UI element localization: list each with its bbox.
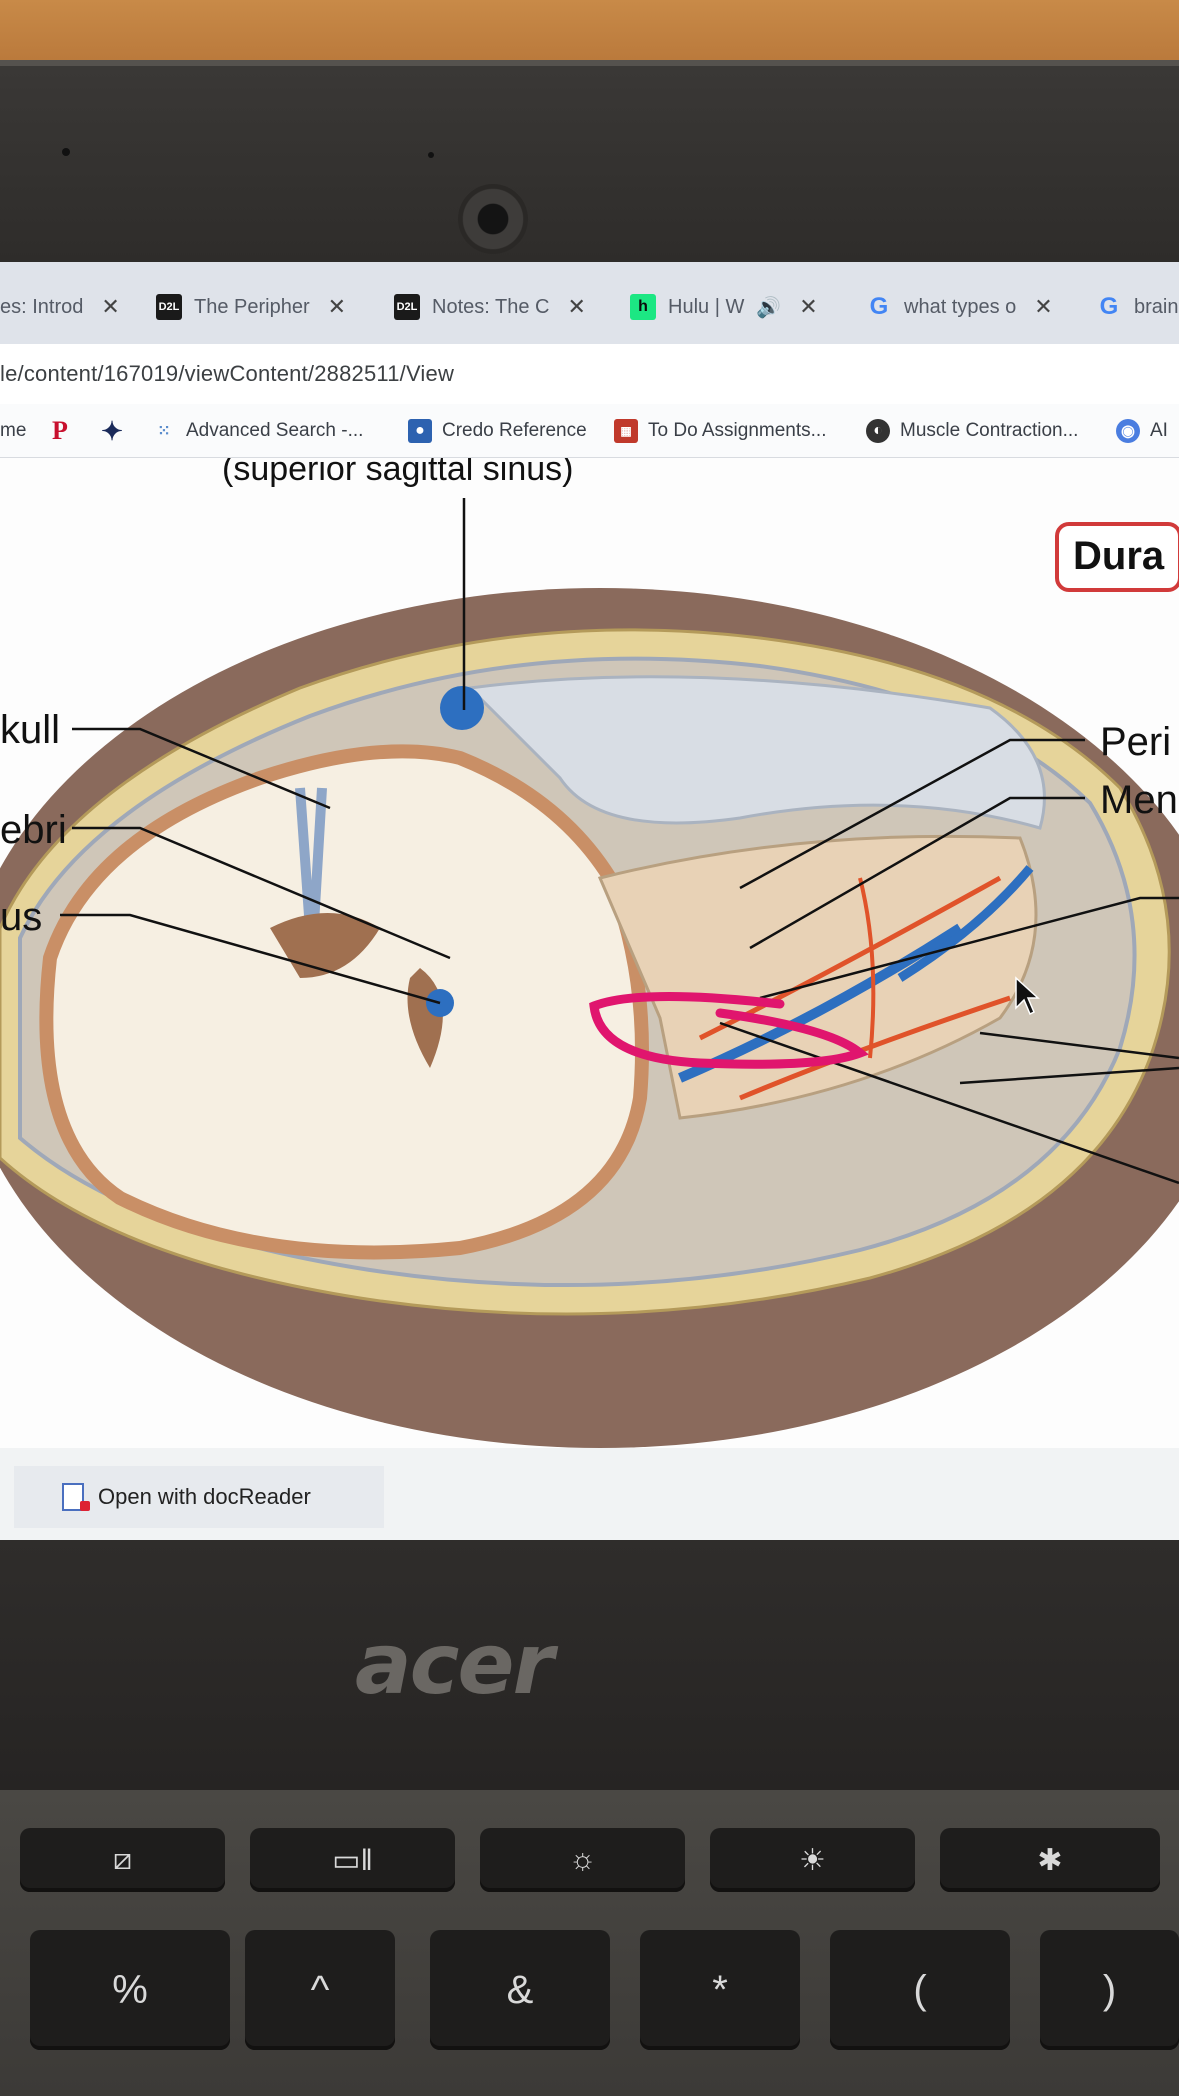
leader-line [749, 796, 1085, 950]
key-brightness-up: ☀ [710, 1828, 915, 1892]
tab-title: Hulu | W [668, 295, 745, 318]
tab-3[interactable]: D2L Notes: The C ✕ [394, 276, 586, 338]
close-icon[interactable]: ✕ [1034, 294, 1053, 319]
figure-label-falx: ebri [0, 808, 67, 852]
artery [858, 877, 876, 1059]
leader-line [979, 1031, 1179, 1060]
pearson-icon: P [52, 416, 68, 445]
dura-label-box: Dura [1055, 522, 1179, 592]
credo-icon: ● [408, 419, 432, 443]
app-icon: ✦ [101, 415, 123, 446]
bookmark-home[interactable]: me [0, 416, 26, 446]
tab-2[interactable]: D2L The Peripher ✕ [156, 276, 346, 338]
speaker-icon[interactable]: 🔊 [756, 296, 782, 319]
leader-line [72, 727, 331, 810]
superior-sagittal-sinus [440, 686, 484, 730]
figure-label-sinus: us [0, 895, 43, 939]
keyboard-deck: ⧄ ▭ǁ ☼ ☀ ✱ % ^ & * ( ) [0, 1790, 1179, 2096]
tab-strip: es: Introd ✕ D2L The Peripher ✕ D2L Note… [0, 262, 1179, 344]
figure-label-periosteal: Peri [1100, 720, 1172, 764]
close-icon[interactable]: ✕ [799, 294, 818, 319]
leader-line [72, 826, 451, 960]
close-icon[interactable]: ✕ [101, 294, 120, 319]
bookmark-label: To Do Assignments... [648, 420, 827, 441]
key-0: ) [1040, 1930, 1179, 2050]
leader-line [759, 896, 1179, 1000]
key-9: ( [830, 1930, 1010, 2050]
bookmark-label: Credo Reference [442, 420, 587, 441]
tab-title: The Peripher [194, 295, 310, 318]
ai-icon: ◉ [1116, 419, 1140, 443]
bookmark-ai[interactable]: ◉ AI [1116, 416, 1168, 446]
bookmark-label: AI [1150, 420, 1168, 441]
key-6: ^ [245, 1930, 395, 2050]
tab-title: es: Introd [0, 295, 84, 318]
google-icon: G [869, 293, 889, 320]
bookmark-credo[interactable]: ● Credo Reference [408, 416, 587, 446]
leader-line [719, 1021, 1179, 1185]
key-overview: ▭ǁ [250, 1828, 455, 1892]
dura-flap [466, 675, 1046, 830]
d2l-icon: D2L [394, 294, 420, 320]
brand-logo: acer [355, 1615, 554, 1713]
tab-title: Notes: The C [432, 295, 550, 318]
figure-caption: (superior sagittal sinus) [222, 458, 574, 488]
leader-line [60, 913, 441, 1005]
docreader-label: Open with docReader [98, 1484, 311, 1509]
tab-title: brain [1134, 295, 1179, 318]
bookmarks-bar: me P ✦ ⁙ Advanced Search -... ● Credo Re… [0, 404, 1179, 458]
bookmark-label: Advanced Search -... [186, 420, 364, 441]
leader-line [739, 738, 1085, 890]
bookmark-label: Muscle Contraction... [900, 420, 1079, 441]
tab-6[interactable]: G brain [1096, 276, 1179, 338]
artery [698, 875, 1002, 1041]
bookmark-pearson[interactable]: P [48, 416, 72, 446]
d2l-icon: D2L [156, 294, 182, 320]
bookmark-label: me [0, 420, 27, 441]
mouse-cursor-icon [1015, 976, 1040, 1016]
tab-4[interactable]: h Hulu | W 🔊 ✕ [630, 276, 818, 338]
laptop-bottom-bezel [0, 1540, 1179, 1790]
globe-icon: ◐ [866, 419, 890, 443]
bookmark-todo[interactable]: ▦ To Do Assignments... [614, 416, 826, 446]
document-viewer: (superior sagittal sinus) Dura kull ebri… [0, 458, 1179, 1448]
brain-meninges-figure [0, 498, 1179, 1448]
artery [739, 995, 1011, 1101]
docreader-icon [62, 1483, 90, 1511]
webcam [458, 184, 528, 254]
key-7: & [430, 1930, 610, 2050]
key-8: * [640, 1930, 800, 2050]
bookmark-muscle[interactable]: ◐ Muscle Contraction... [866, 416, 1078, 446]
key-brightness-down: ☼ [480, 1828, 685, 1892]
hulu-icon: h [630, 294, 656, 320]
laptop-top-bezel [0, 60, 1179, 265]
google-icon: G [1099, 293, 1119, 320]
light-sensor [428, 152, 434, 158]
figure-label-meningeal: Men [1100, 778, 1178, 822]
address-bar[interactable]: le/content/167019/viewContent/2882511/Vi… [0, 344, 1179, 404]
highlight-scribble [589, 992, 869, 1069]
key-fullscreen: ⧄ [20, 1828, 225, 1892]
tab-5[interactable]: G what types o ✕ [866, 276, 1053, 338]
open-with-docreader-button[interactable]: Open with docReader [14, 1466, 384, 1528]
close-icon[interactable]: ✕ [327, 294, 347, 319]
calendar-icon: ▦ [614, 419, 638, 443]
figure-label-skull: kull [0, 708, 61, 752]
tab-title: what types o [904, 295, 1017, 318]
key-mute: ✱ [940, 1828, 1160, 1892]
bookmark-advanced-search[interactable]: ⁙ Advanced Search -... [152, 416, 363, 446]
close-icon[interactable]: ✕ [567, 294, 586, 319]
leader-line [959, 1066, 1179, 1085]
tab-1[interactable]: es: Introd ✕ [0, 276, 120, 338]
key-5: % [30, 1930, 230, 2050]
bookmark-app[interactable]: ✦ [100, 416, 124, 446]
vein [897, 865, 1034, 982]
docreader-bar: Open with docReader [0, 1448, 1179, 1540]
url-text: le/content/167019/viewContent/2882511/Vi… [0, 361, 455, 386]
background-wall [0, 0, 1179, 70]
mic-hole [62, 148, 70, 156]
cerebral-hemisphere [39, 744, 649, 1260]
laptop-screen: es: Introd ✕ D2L The Peripher ✕ D2L Note… [0, 262, 1179, 1540]
search-icon: ⁙ [157, 423, 171, 440]
